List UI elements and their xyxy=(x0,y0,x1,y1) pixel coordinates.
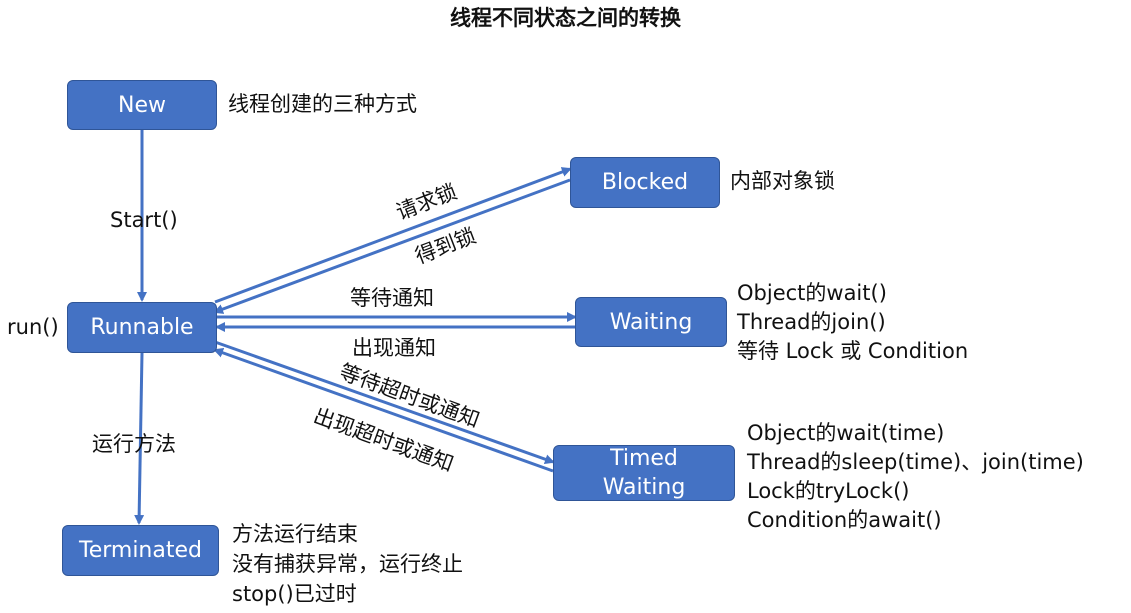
note-waiting-1: Object的wait() xyxy=(737,281,887,305)
state-blocked-label: Blocked xyxy=(601,170,689,195)
label-wait-notify: 等待通知 xyxy=(350,286,434,310)
note-terminated-2: 没有捕获异常，运行终止 xyxy=(232,552,463,576)
note-runnable: run() xyxy=(7,315,59,339)
note-timed-waiting-1: Object的wait(time) xyxy=(747,421,945,445)
state-new-label: New xyxy=(118,92,166,118)
state-new: New xyxy=(67,80,217,130)
note-terminated-3: stop()已过时 xyxy=(232,582,357,606)
state-waiting: Waiting xyxy=(575,297,727,347)
arrow-runnable-blocked xyxy=(214,167,572,304)
state-waiting-label: Waiting xyxy=(609,309,693,335)
arrow-timed-waiting-runnable xyxy=(213,347,554,473)
state-runnable: Runnable xyxy=(67,302,217,353)
note-timed-waiting-4: Condition的await() xyxy=(747,508,942,532)
state-terminated: Terminated xyxy=(62,525,219,576)
arrow-runnable-terminated xyxy=(134,352,145,525)
note-terminated-1: 方法运行结束 xyxy=(232,522,358,546)
state-terminated-label: Terminated xyxy=(79,538,202,563)
note-timed-waiting-2: Thread的sleep(time)、join(time) xyxy=(747,450,1084,474)
diagram-title: 线程不同状态之间的转换 xyxy=(450,6,681,30)
state-runnable-label: Runnable xyxy=(90,315,194,340)
state-blocked: Blocked xyxy=(570,157,720,208)
arrow-runnable-timed-waiting xyxy=(214,340,555,465)
state-timed-waiting: Timed Waiting xyxy=(553,445,735,501)
note-timed-waiting-3: Lock的tryLock() xyxy=(747,479,910,503)
label-notify-appears: 出现通知 xyxy=(352,336,436,360)
label-start: Start() xyxy=(110,208,178,232)
state-timed-waiting-label: Timed Waiting xyxy=(602,446,686,500)
arrow-blocked-runnable xyxy=(213,178,571,314)
note-blocked: 内部对象锁 xyxy=(730,169,835,193)
note-waiting-2: Thread的join() xyxy=(737,310,886,334)
note-new: 线程创建的三种方式 xyxy=(228,92,417,116)
note-waiting-3: 等待 Lock 或 Condition xyxy=(737,339,969,363)
label-run-method: 运行方法 xyxy=(92,432,176,456)
